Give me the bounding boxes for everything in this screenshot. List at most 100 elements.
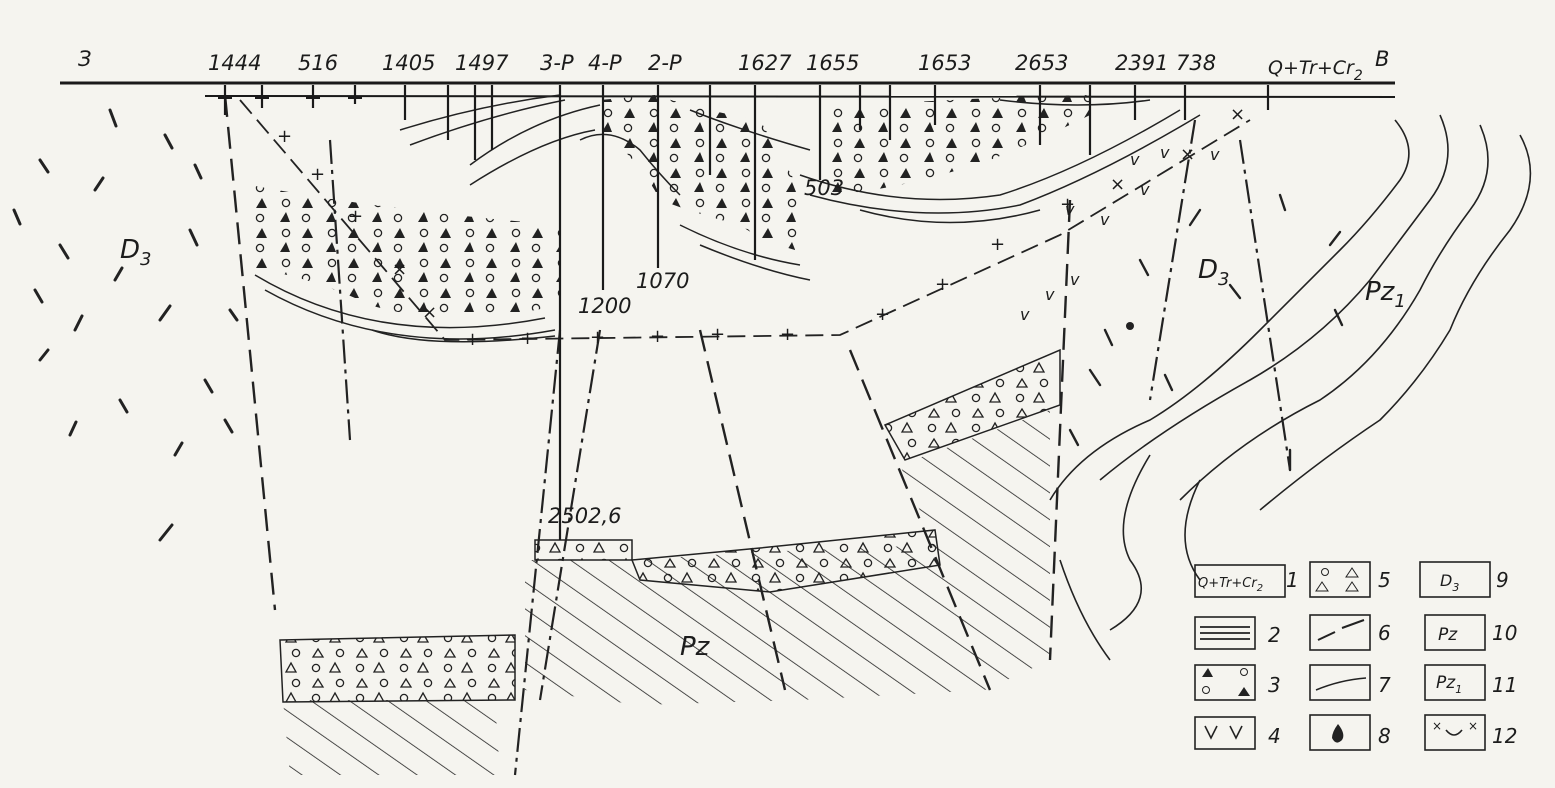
svg-text:v: v [1065,200,1075,219]
legend-item-10: Pz 10 [1424,614,1517,651]
bedding-lines-west [254,94,601,343]
depth-label-1200: 1200 [578,294,631,318]
legend-item-8: 8 [1309,714,1391,751]
legend-item-2: 2 [1194,616,1281,650]
east-label: В [1375,47,1389,71]
well-label: 3-P [540,51,574,75]
svg-text:+: + [310,164,325,185]
svg-text:×: × [392,259,407,280]
svg-text:+: + [710,324,725,345]
thrust-crosses: +++ ××+ +++ +++ +++ ××× [277,104,1245,350]
legend: Q+Tr+Cr2 1 5 D3 9 2 [1194,561,1517,751]
svg-text:+: + [520,328,535,349]
pz1-label: Pz1 [1365,277,1406,312]
fault-lines [223,94,1072,691]
well-labels: 1444 516 1405 1497 3-P 4-P 2-P 1627 1655… [208,51,1216,75]
legend-item-11: Pz1 11 [1424,664,1517,701]
d3-west-texture [12,108,239,542]
svg-text:+: + [1060,194,1075,215]
legend-swatch-text: Pz1 [1436,673,1462,696]
breccia-lens-central [600,95,800,250]
d3-east-texture [1068,193,1344,472]
legend-number: 5 [1378,568,1391,592]
legend-item-6: 6 [1309,614,1391,651]
depth-label-503: 503 [804,176,844,200]
svg-text:v: v [1210,145,1220,164]
well-label: 1444 [208,51,261,75]
breccia-lens-west [250,185,560,318]
well-label: 1405 [382,51,435,75]
legend-number: 7 [1378,673,1391,697]
legend-swatch-text: D3 [1440,571,1459,594]
west-label: З [78,47,91,71]
svg-text:v: v [1130,150,1140,169]
legend-number: 4 [1268,724,1281,748]
surface-formation-label: Q+Tr+Cr2 [1268,57,1363,84]
fault-lines-dashdot [328,119,1292,776]
svg-text:v: v [1140,180,1150,199]
legend-item-12: × × 12 [1424,714,1517,751]
svg-text:×: × [1110,174,1125,195]
legend-item-9: D3 9 [1419,561,1509,598]
legend-number: 10 [1492,621,1517,645]
svg-text:v: v [1020,305,1030,324]
svg-text:+: + [875,304,890,325]
svg-text:×: × [1230,104,1245,125]
svg-text:×: × [1468,719,1478,733]
depth-label-1070: 1070 [636,269,689,293]
well-label: 1497 [455,51,509,75]
legend-number: 11 [1492,673,1517,697]
svg-text:v: v [1100,210,1110,229]
svg-text:+: + [348,206,363,227]
svg-text:+: + [277,126,292,147]
svg-text:×: × [1180,144,1195,165]
legend-number: 9 [1496,568,1509,592]
svg-text:+: + [990,234,1005,255]
legend-item-4: 4 [1194,716,1281,750]
well-label: 516 [298,51,338,75]
well-label: 2391 [1115,51,1168,75]
svg-text:×: × [422,302,437,323]
legend-number: 2 [1268,623,1281,647]
fossil-drop-symbol [1126,322,1134,330]
legend-number: 1 [1286,568,1299,592]
thrust-line [239,99,1251,341]
svg-text:×: × [1432,719,1442,733]
legend-item-7: 7 [1309,664,1391,701]
ground-surface-line-2 [204,95,1396,98]
svg-text:+: + [465,329,480,350]
legend-item-5: 5 [1309,561,1391,598]
pz-label: Pz [680,632,711,662]
legend-number: 3 [1268,673,1281,697]
well-label: 1627 [738,51,792,75]
well-label: 2-P [648,51,682,75]
svg-text:v: v [1070,270,1080,289]
bedding-lines-east [579,99,1201,281]
svg-text:+: + [650,326,665,347]
legend-item-1: Q+Tr+Cr2 1 [1194,564,1299,598]
legend-number: 12 [1492,724,1517,748]
legend-swatch-text: Q+Tr+Cr2 [1198,576,1263,594]
svg-text:+: + [590,327,605,348]
d3-west-label: D3 [120,235,151,270]
legend-item-3: 3 [1194,664,1281,701]
pz-west-hatched [283,700,500,775]
well-label: 738 [1176,51,1216,75]
conglomerate-band-west [279,634,516,703]
legend-number: 6 [1378,621,1391,645]
well-label: 1655 [806,51,859,75]
breccia-lens-east [820,95,1090,195]
well-lines [223,85,1270,540]
well-label: 4-P [588,51,622,75]
conglomerate-band-middle [630,529,941,593]
well-label: 2653 [1015,51,1068,75]
svg-text:v: v [1045,285,1055,304]
well-label: 1653 [918,51,971,75]
svg-text:v: v [1160,143,1170,162]
d3-east-label: D3 [1198,255,1229,290]
conglomerate-band-center [534,539,633,561]
svg-text:+: + [780,324,795,345]
depth-label-2502: 2502,6 [548,504,621,528]
